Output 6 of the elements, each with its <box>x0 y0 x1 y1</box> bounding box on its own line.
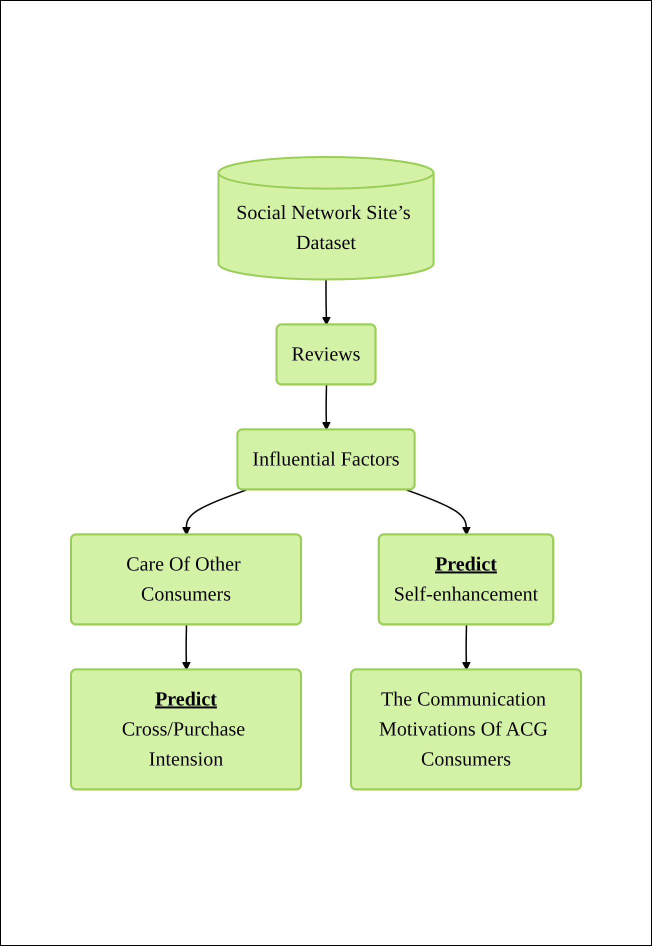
arrow <box>322 384 331 430</box>
arrow <box>406 489 471 536</box>
arrow <box>182 624 191 670</box>
arrow <box>322 279 331 326</box>
arrow <box>182 489 247 536</box>
arrow <box>462 624 471 670</box>
